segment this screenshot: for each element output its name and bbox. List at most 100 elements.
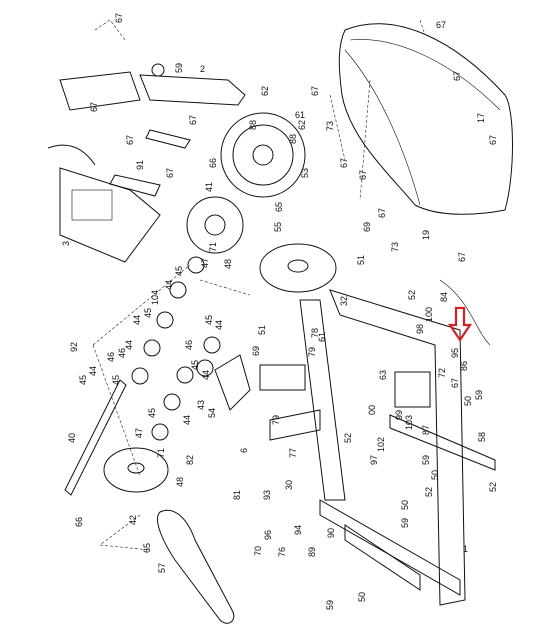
callout-label: 70 <box>253 546 263 556</box>
callout-label: 71 <box>156 448 166 458</box>
callout-label: 45 <box>190 360 200 370</box>
callout-label: 61 <box>295 110 305 120</box>
callout-label: 45 <box>143 308 153 318</box>
diagram-linework <box>47 19 513 624</box>
callout-label: 98 <box>415 324 425 334</box>
callout-label: 55 <box>273 222 283 232</box>
callout-label: 30 <box>284 480 294 490</box>
callout-label: 67 <box>436 20 446 30</box>
callout-label: 97 <box>369 455 379 465</box>
callout-label: 45 <box>204 315 214 325</box>
callout-label: 65 <box>274 202 284 212</box>
callout-label: 46 <box>184 340 194 350</box>
callout-label: 77 <box>288 448 298 458</box>
callout-label: 67 <box>488 135 498 145</box>
callout-label: 44 <box>164 280 174 290</box>
callout-label: 93 <box>262 490 272 500</box>
callout-label: 59 <box>421 455 431 465</box>
callout-label: 88 <box>248 120 258 130</box>
callout-label: 63 <box>378 370 388 380</box>
callout-label: 19 <box>421 230 431 240</box>
callout-label: 44 <box>214 320 224 330</box>
callout-label: 52 <box>343 433 353 443</box>
callout-label: 84 <box>439 292 449 302</box>
callout-label: 42 <box>128 515 138 525</box>
callout-label: 91 <box>135 160 145 170</box>
callout-label: 59 <box>325 600 335 610</box>
callout-label: 45 <box>78 375 88 385</box>
callout-label: 61 <box>317 332 327 342</box>
callout-label: 54 <box>207 408 217 418</box>
red-down-arrow-icon <box>447 306 473 342</box>
callout-label: 90 <box>326 528 336 538</box>
callout-label: 57 <box>157 563 167 573</box>
callout-label: 50 <box>357 592 367 602</box>
callout-label: 67 <box>457 252 467 262</box>
callout-label: 3 <box>61 241 71 246</box>
callout-label: 79 <box>271 415 281 425</box>
callout-label: 50 <box>430 470 440 480</box>
callout-label: 45 <box>147 408 157 418</box>
callout-label: 67 <box>450 378 460 388</box>
callout-label: 69 <box>251 346 261 356</box>
callout-label: 69 <box>362 222 372 232</box>
callout-label: 86 <box>459 361 469 371</box>
callout-label: 67 <box>89 102 99 112</box>
callout-label: 66 <box>74 517 84 527</box>
callout-label: 67 <box>125 135 135 145</box>
callout-label: 41 <box>204 182 214 192</box>
callout-label: 50 <box>463 396 473 406</box>
callout-label: 53 <box>300 168 310 178</box>
callout-label: 32 <box>339 296 349 306</box>
callout-label: 82 <box>185 455 195 465</box>
callout-label: 67 <box>339 158 349 168</box>
callout-label: 87 <box>421 425 431 435</box>
callout-label: 45 <box>174 266 184 276</box>
callout-label: 40 <box>67 433 77 443</box>
callout-label: 59 <box>474 390 484 400</box>
callout-label: 67 <box>452 71 462 81</box>
callout-label: 95 <box>450 348 460 358</box>
callout-label: 67 <box>358 170 368 180</box>
callout-label: 100 <box>424 307 434 322</box>
callout-label: 52 <box>424 487 434 497</box>
callout-label: 94 <box>293 525 303 535</box>
callout-label: 62 <box>260 86 270 96</box>
callout-label: 89 <box>307 547 317 557</box>
callout-label: 73 <box>325 121 335 131</box>
callout-label: 48 <box>175 477 185 487</box>
callout-label: 44 <box>124 340 134 350</box>
callout-label: 45 <box>111 375 121 385</box>
callout-label: 00 <box>367 405 377 415</box>
callout-label: 104 <box>150 290 160 305</box>
callout-label: 44 <box>201 370 211 380</box>
callout-label: 1 <box>463 544 468 554</box>
callout-labels: 67 67 67 67 67 67 67 67 67 67 67 67 67 5… <box>61 13 498 610</box>
callout-label: 43 <box>196 400 206 410</box>
callout-label: 44 <box>132 315 142 325</box>
callout-label: 52 <box>407 290 417 300</box>
callout-label: 48 <box>223 259 233 269</box>
callout-label: 67 <box>188 115 198 125</box>
callout-label: 58 <box>477 432 487 442</box>
callout-label: 78 <box>310 328 320 338</box>
callout-label: 6 <box>239 448 249 453</box>
callout-label: 59 <box>400 518 410 528</box>
callout-label: 71 <box>208 242 218 252</box>
callout-label: 88 <box>288 134 298 144</box>
callout-label: 47 <box>134 428 144 438</box>
callout-label: 67 <box>165 168 175 178</box>
callout-label: 17 <box>476 113 486 123</box>
callout-label: 46 <box>117 348 127 358</box>
callout-label: 65 <box>142 543 152 553</box>
callout-label: 67 <box>310 86 320 96</box>
callout-label: 62 <box>297 120 307 130</box>
callout-label: 96 <box>263 530 273 540</box>
callout-label: 66 <box>208 158 218 168</box>
callout-label: 79 <box>307 347 317 357</box>
callout-label: 51 <box>356 255 366 265</box>
callout-label: 44 <box>88 366 98 376</box>
callout-label: 67 <box>377 208 387 218</box>
